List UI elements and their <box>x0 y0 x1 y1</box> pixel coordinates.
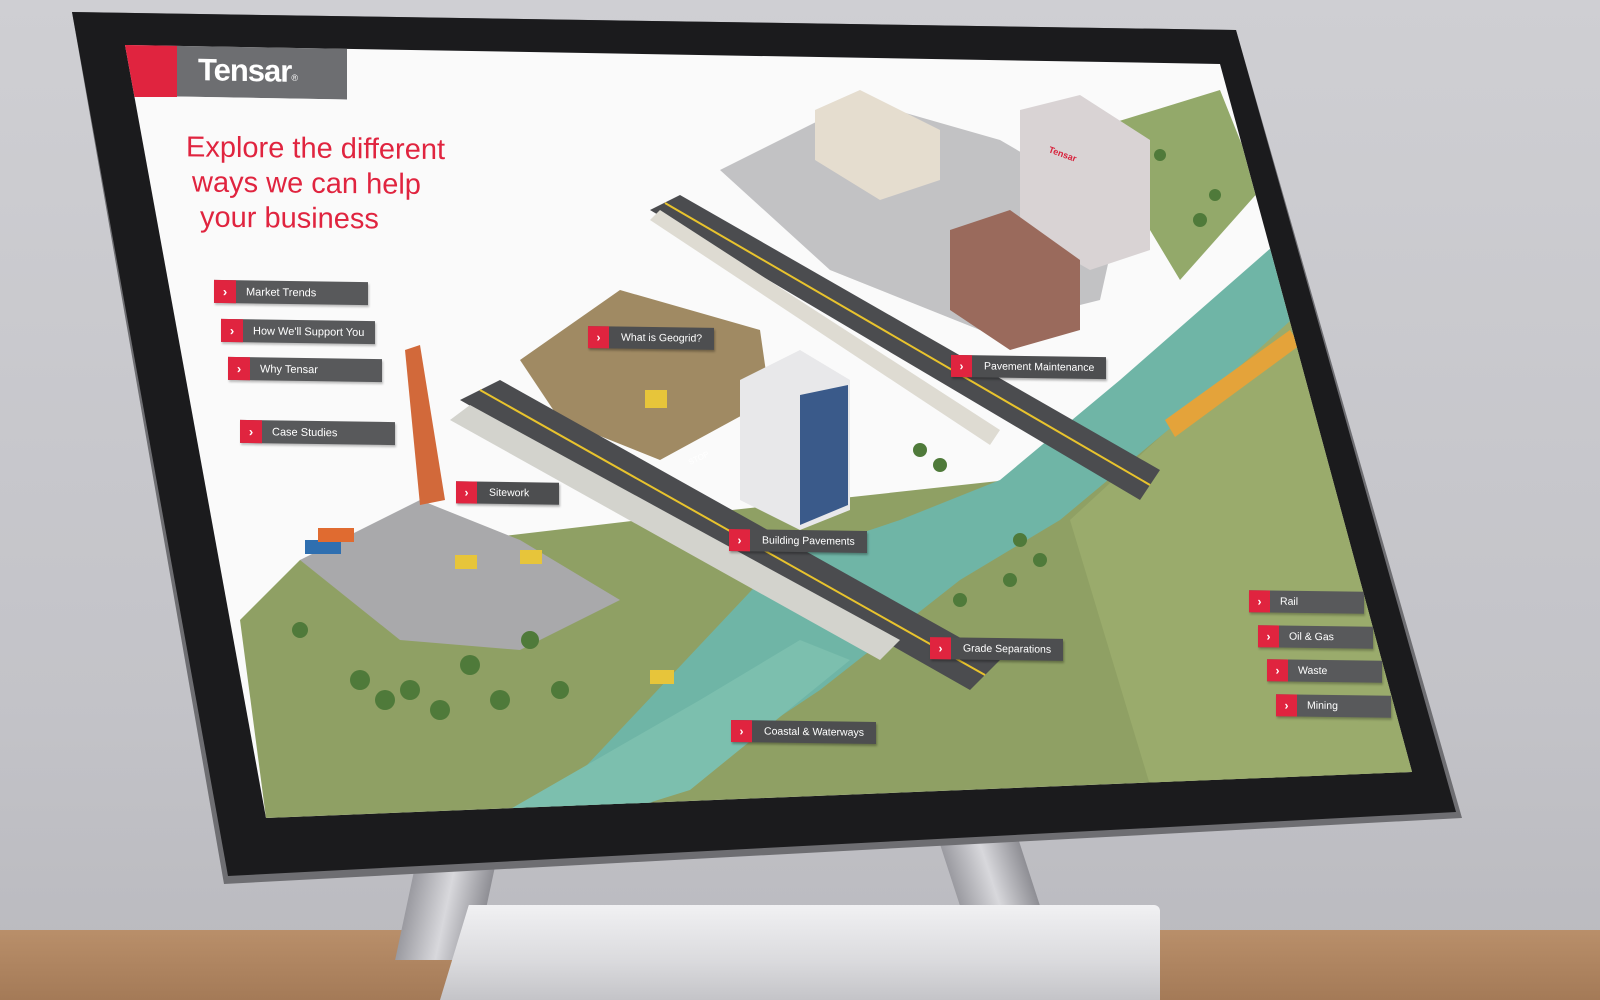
map-tag-pavement-maintenance[interactable]: › Pavement Maintenance <box>951 354 1107 380</box>
market-label: Waste <box>1298 664 1328 678</box>
menu-label: Why Tensar <box>260 362 318 376</box>
map-tag-sitework[interactable]: › Sitework <box>456 481 560 505</box>
logo-red-block <box>125 45 177 97</box>
river <box>540 240 1330 815</box>
chevron-right-icon: › <box>951 354 972 378</box>
tensar-logo[interactable]: Tensar® <box>198 52 297 90</box>
headline-line-1: Explore the different <box>186 131 446 167</box>
menu-case-studies-button[interactable]: › Case Studies <box>240 419 395 446</box>
highway-upper <box>650 195 1160 500</box>
highway-centerline <box>664 202 1151 486</box>
map-tag-geogrid[interactable]: › What is Geogrid? <box>588 326 715 350</box>
chevron-right-icon: › <box>930 637 951 660</box>
chevron-right-icon: › <box>214 279 236 304</box>
market-label: Mining <box>1307 699 1338 713</box>
map-tag-grade-separations[interactable]: › Grade Separations <box>930 637 1064 661</box>
market-label: Oil & Gas <box>1289 630 1334 644</box>
map-tag-coastal-waterways[interactable]: › Coastal & Waterways <box>731 719 876 745</box>
map-tag-label: Building Pavements <box>762 534 855 548</box>
drill-rig <box>405 345 445 505</box>
chevron-right-icon: › <box>731 719 752 743</box>
menu-label: Case Studies <box>272 425 338 439</box>
retaining-wall <box>450 405 900 660</box>
map-tag-label: What is Geogrid? <box>621 331 703 345</box>
map-tag-label: Sitework <box>489 486 530 500</box>
chevron-right-icon: › <box>588 326 609 349</box>
chevron-right-icon: › <box>729 529 750 552</box>
market-waste-button[interactable]: › Waste <box>1267 659 1382 683</box>
haul-truck <box>650 670 674 684</box>
shipping-container <box>305 540 341 554</box>
map-tag-label: Pavement Maintenance <box>984 360 1095 374</box>
chevron-right-icon: › <box>456 481 477 504</box>
chevron-right-icon: › <box>1267 659 1288 682</box>
logo-registered-mark: ® <box>291 72 297 83</box>
headline-line-3: your business <box>200 201 379 236</box>
river-lower <box>500 640 850 815</box>
bulldozer <box>520 550 542 564</box>
office-building-glass <box>800 385 848 525</box>
train <box>1165 330 1300 437</box>
page-headline: Explore the different ways we can help y… <box>186 130 486 238</box>
chevron-right-icon: › <box>1249 590 1270 613</box>
menu-why-tensar-button[interactable]: › Why Tensar <box>228 356 382 383</box>
sitework-pad <box>300 500 620 650</box>
chevron-right-icon: › <box>221 318 243 343</box>
map-tag-building-pavements[interactable]: › Building Pavements <box>729 529 867 553</box>
menu-market-trends-button[interactable]: › Market Trends <box>214 279 368 306</box>
map-tag-label: Grade Separations <box>963 642 1052 656</box>
chevron-right-icon: › <box>228 356 250 381</box>
shop-building <box>815 90 940 200</box>
dump-truck <box>645 390 667 408</box>
trees <box>292 149 1221 720</box>
chevron-right-icon: › <box>240 419 262 444</box>
market-mining-button[interactable]: › Mining <box>1276 694 1391 718</box>
stop-sign-text: STOP <box>687 450 710 467</box>
bridge-wall <box>650 210 1000 445</box>
chevron-right-icon: › <box>1258 625 1279 648</box>
monitor-stand-base <box>440 905 1160 1000</box>
menu-label: Market Trends <box>246 285 317 299</box>
map-tag-label: Coastal & Waterways <box>764 725 864 739</box>
menu-label: How We'll Support You <box>253 324 365 339</box>
brick-building <box>950 210 1080 350</box>
dump-truck <box>455 555 477 569</box>
logo-wordmark: Tensar <box>198 52 292 89</box>
tensar-tower <box>1020 95 1150 270</box>
market-rail-button[interactable]: › Rail <box>1249 590 1364 614</box>
market-label: Rail <box>1280 595 1299 608</box>
shipping-container <box>318 528 354 542</box>
market-oil-gas-button[interactable]: › Oil & Gas <box>1258 625 1373 649</box>
menu-support-button[interactable]: › How We'll Support You <box>221 318 375 345</box>
chevron-right-icon: › <box>1276 694 1297 717</box>
headline-line-2: ways we can help <box>192 166 421 201</box>
